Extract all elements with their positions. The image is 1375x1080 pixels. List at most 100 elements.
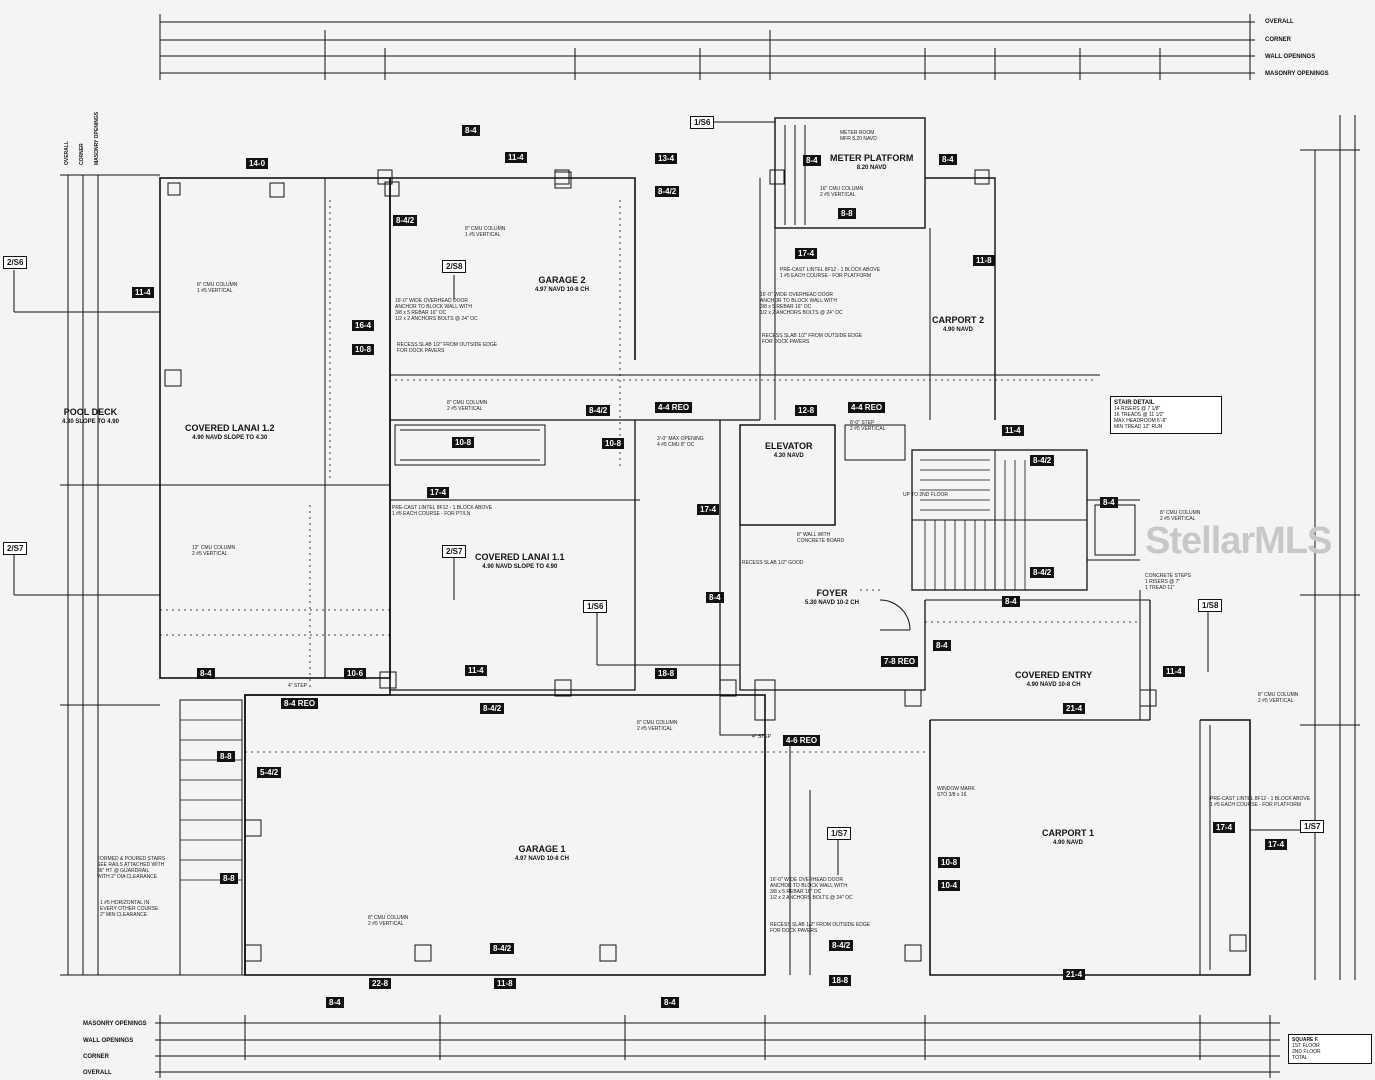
- dim-tag: 11-4: [132, 287, 154, 298]
- construction-note: RECESS SLAB 1/2" FROM OUTSIDE EDGE FOR D…: [770, 922, 871, 934]
- stair-detail-line: 16 TREADS @ 11 1/2": [1114, 412, 1165, 418]
- dim-tag: 4-6 REO: [783, 735, 821, 746]
- construction-note: 8" CMU COLUMN 2 #5 VERTICAL: [368, 915, 409, 927]
- room-pool-deck: POOL DECK 4.30 SLOPE TO 4.90: [62, 407, 119, 427]
- stair-detail-line: 14 RISERS @ 7 1/8": [1114, 406, 1161, 412]
- section-ref: 1/S7: [827, 827, 852, 840]
- dim-tag: 8-4: [326, 997, 344, 1008]
- dim-tag: 8-4: [803, 155, 821, 166]
- dim-tag: 5-4/2: [257, 767, 282, 778]
- room-covered-entry-sub: 4.90 NAVD 10-8 CH: [1026, 682, 1081, 688]
- dim-tag: 18-8: [829, 975, 852, 986]
- section-ref: 2/S8: [442, 260, 467, 273]
- construction-note: CONCRETE STEPS 1 RISERS @ 7" 1 TREAD 11": [1145, 573, 1191, 591]
- construction-note: 16'-0" WIDE OVERHEAD DOOR ANCHOR TO BLOC…: [770, 877, 853, 901]
- title-block-line: TOTAL: [1292, 1055, 1308, 1061]
- section-ref: 1/S8: [1198, 599, 1223, 612]
- room-covered-entry-name: COVERED ENTRY: [1015, 670, 1093, 680]
- stair-detail-title: STAIR DETAIL: [1114, 400, 1155, 406]
- dim-tag: 21-4: [1063, 969, 1086, 980]
- room-garage-2: GARAGE 2 4.97 NAVD 10-8 CH: [535, 275, 589, 295]
- title-block-line: SQUARE F.: [1292, 1037, 1319, 1043]
- room-carport-1-sub: 4.90 NAVD: [1053, 840, 1083, 846]
- construction-note: UP TO 2ND FLOOR: [903, 492, 949, 498]
- square-footage-block: SQUARE F. 1ST FLOOR 2ND FLOOR TOTAL: [1288, 1034, 1372, 1064]
- dim-tag: 8-4/2: [586, 405, 611, 416]
- dim-tag: 8-4/2: [393, 215, 418, 226]
- dim-tag: 11-4: [505, 152, 527, 163]
- dim-tag: 8-4 REO: [281, 698, 319, 709]
- room-foyer-name: FOYER: [816, 588, 848, 598]
- dim-label-masonry-openings-top: MASONRY OPENINGS: [1265, 71, 1329, 77]
- dim-tag: 10-8: [938, 857, 961, 868]
- dim-tag: 8-4: [462, 125, 480, 136]
- dim-label-corner-bottom: CORNER: [83, 1054, 110, 1060]
- dim-tag: 13-4: [655, 153, 678, 164]
- stair-detail-box: STAIR DETAIL 14 RISERS @ 7 1/8" 16 TREAD…: [1110, 396, 1222, 434]
- dim-tag: 8-4/2: [480, 703, 505, 714]
- construction-note: 8" CMU COLUMN 1 #5 VERTICAL: [465, 226, 506, 238]
- side-label-corner: CORNER: [79, 143, 85, 165]
- dim-tag: 8-4: [197, 668, 215, 679]
- dim-tag: 11-8: [973, 255, 995, 266]
- dim-label-corner-top: CORNER: [1265, 37, 1292, 43]
- room-covered-lanai-11-sub: 4.90 NAVD SLOPE TO 4.90: [482, 564, 558, 570]
- dim-label-wall-openings-top: WALL OPENINGS: [1265, 54, 1316, 60]
- dim-label-masonry-openings-bottom: MASONRY OPENINGS: [83, 1021, 147, 1027]
- room-garage-1-sub: 4.97 NAVD 10-8 CH: [515, 856, 569, 862]
- dim-label-overall-top: OVERALL: [1265, 19, 1294, 25]
- dim-tag: 12-8: [795, 405, 818, 416]
- dim-label-wall-openings-bottom: WALL OPENINGS: [83, 1038, 134, 1044]
- construction-note: PRE-CAST LINTEL 8F12 - 1 BLOCK ABOVE 1 #…: [1210, 796, 1311, 808]
- room-pool-deck-name: POOL DECK: [63, 407, 118, 417]
- construction-note: 8" CMU COLUMN 2 #5 VERTICAL: [637, 720, 678, 732]
- room-pool-deck-sub: 4.30 SLOPE TO 4.90: [62, 419, 119, 425]
- room-covered-entry: COVERED ENTRY 4.90 NAVD 10-8 CH: [1015, 670, 1092, 690]
- construction-note: 8'-0" STEP 2 #5 VERTICAL: [850, 420, 886, 432]
- title-block-line: 2ND FLOOR: [1292, 1049, 1321, 1055]
- room-carport-2-name: CARPORT 2: [932, 315, 985, 325]
- dim-tag: 8-4/2: [829, 940, 854, 951]
- dim-tag: 8-4/2: [490, 943, 515, 954]
- dim-tag: 17-4: [795, 248, 818, 259]
- construction-note: RECESS SLAB 1/2" FROM OUTSIDE EDGE FOR D…: [397, 342, 498, 354]
- room-elevator-sub: 4.30 NAVD: [773, 453, 804, 459]
- dim-tag: 8-4: [706, 592, 724, 603]
- construction-note: 8" CMU COLUMN 2 #5 VERTICAL: [1160, 510, 1201, 522]
- construction-note: FORMED & POURED STAIRS SEE RAILS ATTACHE…: [97, 856, 166, 880]
- dim-tag: 10-8: [352, 344, 375, 355]
- section-ref: 2/S6: [3, 256, 28, 269]
- dim-tag: 21-4: [1063, 703, 1086, 714]
- dim-tag: 22-8: [369, 978, 392, 989]
- room-covered-lanai-12: COVERED LANAI 1.2 4.90 NAVD SLOPE TO 4.3…: [185, 423, 275, 443]
- dim-tag: 10-8: [602, 438, 625, 449]
- room-covered-lanai-11: COVERED LANAI 1.1 4.90 NAVD SLOPE TO 4.9…: [475, 552, 565, 572]
- dim-tag: 17-4: [427, 487, 450, 498]
- dim-tag: 8-4: [661, 997, 679, 1008]
- construction-note: 8" CMU COLUMN 1 #5 VERTICAL: [197, 282, 238, 294]
- stair-detail-line: MIN TREAD 12" RUN: [1114, 424, 1163, 430]
- room-meter-platform: METER PLATFORM 8.20 NAVD: [830, 153, 913, 173]
- construction-note: RECESS SLAB 1/2" GOOD: [742, 560, 804, 566]
- dim-tag: 7-8 REO: [881, 656, 919, 667]
- dim-tag: 8-8: [217, 751, 235, 762]
- construction-note: RECESS SLAB 1/2" FROM OUTSIDE EDGE FOR D…: [762, 333, 863, 345]
- dim-tag: 10-8: [452, 437, 475, 448]
- dim-tag: 17-4: [1265, 839, 1288, 850]
- dim-tag: 8-8: [838, 208, 856, 219]
- construction-note: 8" WALL WITH CONCRETE BOARD: [797, 532, 845, 544]
- construction-note: 1 #5 HORIZONTAL IN EVERY OTHER COURSE 2"…: [100, 900, 159, 918]
- side-label-masonry: MASONRY OPENINGS: [94, 111, 100, 165]
- construction-note: 8" CMU COLUMN 2 #5 VERTICAL: [1258, 692, 1299, 704]
- dim-tag: 17-4: [1213, 822, 1236, 833]
- room-garage-2-sub: 4.97 NAVD 10-8 CH: [535, 287, 589, 293]
- dim-tag: 11-4: [465, 665, 487, 676]
- construction-note: PRE-CAST LINTEL 8F12 - 1 BLOCK ABOVE 1 #…: [780, 267, 881, 279]
- construction-note: PRE-CAST LINTEL 8F12 - 1 BLOCK ABOVE 1 #…: [392, 505, 493, 517]
- room-elevator: ELEVATOR 4.30 NAVD: [765, 441, 813, 461]
- title-block-line: 1ST FLOOR: [1292, 1043, 1320, 1049]
- dim-tag: 4-4 REO: [655, 402, 693, 413]
- section-ref: 1/S6: [583, 600, 608, 613]
- dim-tag: 16-4: [352, 320, 375, 331]
